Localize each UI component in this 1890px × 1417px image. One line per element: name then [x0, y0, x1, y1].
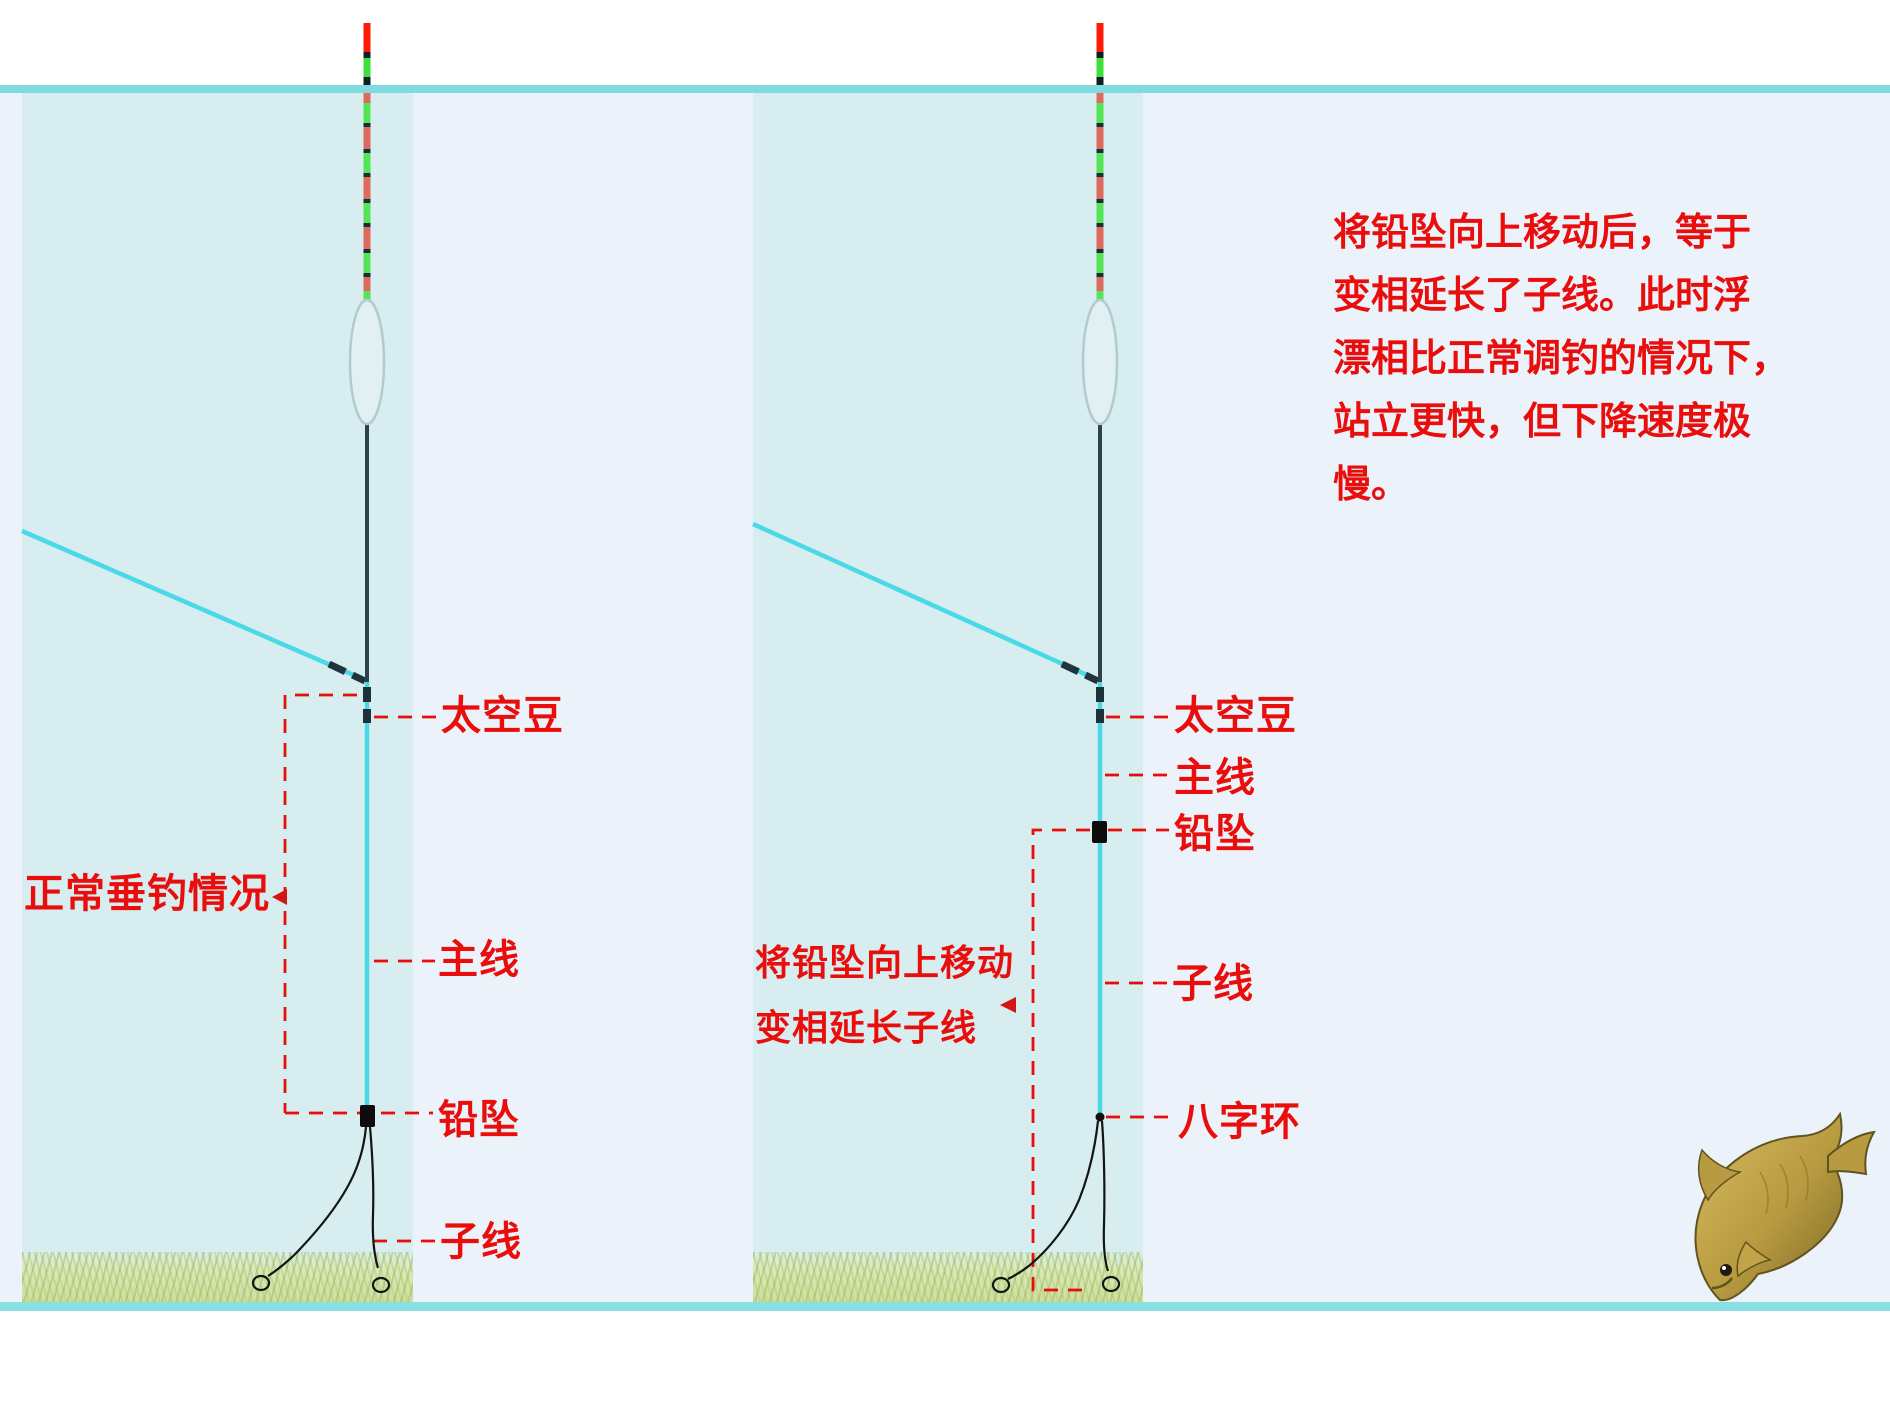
paragraph-line: 站立更快，但下降速度极: [1333, 401, 1752, 443]
fish-tail-fin: [1827, 1130, 1876, 1176]
hook-right-1: [991, 1276, 1011, 1294]
fish-illustration: [1694, 1111, 1876, 1302]
fish-dorsal-fin: [1697, 1148, 1743, 1202]
sky-area: [0, 0, 1890, 85]
hook-left-1: [251, 1274, 271, 1292]
fish-mouth: [1711, 1277, 1734, 1290]
rod-line-tip-dashes-right: [1060, 660, 1100, 685]
space-bean-left-1: [363, 687, 371, 702]
red-dashed-annotations: [283, 693, 1174, 1292]
space-bean-right-2: [1096, 709, 1104, 723]
hook-left-2: [371, 1276, 391, 1294]
hook-right-2: [1101, 1275, 1121, 1293]
paragraph-line: 变相延长了子线。此时浮: [1333, 275, 1752, 317]
rod-line-left: [21, 528, 366, 683]
grass-right: [753, 1252, 1143, 1302]
label-main-line-right: 主线: [1174, 756, 1256, 800]
figure8-ring-right: [1095, 1112, 1105, 1122]
lead-sinker-left: [360, 1105, 375, 1127]
fish-pectoral-fin: [1736, 1240, 1773, 1278]
left-caption: 正常垂钓情况: [24, 872, 270, 916]
rod-line-tip-dashes-left: [327, 660, 367, 685]
lead-sinker-right: [1092, 821, 1107, 843]
label-main-line-left: 主线: [438, 938, 520, 982]
space-bean-left-2: [363, 709, 371, 723]
right-caption-line2: 变相延长子线: [755, 1007, 978, 1048]
paragraph-line: 将铅坠向上移动后，等于: [1333, 212, 1752, 254]
fish-eye: [1720, 1264, 1732, 1276]
label-figure8-ring-right: 八字环: [1178, 1100, 1301, 1144]
right-rig-group: [752, 21, 1121, 1294]
right-caption-arrow-icon: [1000, 997, 1016, 1013]
paragraph-line: 漂相比正常调钓的情况下，: [1333, 338, 1790, 380]
water-bottom-line: [0, 1302, 1890, 1311]
left-caption-arrow-icon: [272, 889, 287, 905]
water-surface-line: [0, 85, 1890, 93]
left-bracket: [283, 693, 357, 1113]
below-water-strip: [0, 1311, 1890, 1417]
left-rig-group: [21, 21, 391, 1294]
paragraph-line: 慢。: [1333, 464, 1410, 506]
right-caption-line1: 将铅坠向上移动: [755, 942, 1015, 983]
rod-line-right: [752, 521, 1099, 683]
space-bean-right-1: [1096, 687, 1104, 702]
sub-lines-right: [991, 1120, 1121, 1294]
sub-lines-left: [251, 1126, 391, 1294]
label-lead-sinker-left: 铅坠: [438, 1098, 520, 1142]
left-water-panel: [22, 93, 413, 1302]
grass-left: [22, 1252, 413, 1302]
label-lead-sinker-right: 铅坠: [1174, 812, 1256, 856]
right-water-panel: [753, 93, 1143, 1302]
label-space-bean-right: 太空豆: [1174, 694, 1297, 738]
label-sub-line-left: 子线: [440, 1220, 522, 1264]
float-right: [1081, 21, 1119, 684]
label-space-bean-left: 太空豆: [441, 694, 564, 738]
float-left: [348, 21, 386, 684]
description-paragraph: 将铅坠向上移动后，等于 变相延长了子线。此时浮 漂相比正常调钓的情况下， 站立更…: [1333, 202, 1790, 517]
label-sub-line-right: 子线: [1172, 962, 1254, 1006]
right-bracket: [1031, 828, 1090, 1292]
